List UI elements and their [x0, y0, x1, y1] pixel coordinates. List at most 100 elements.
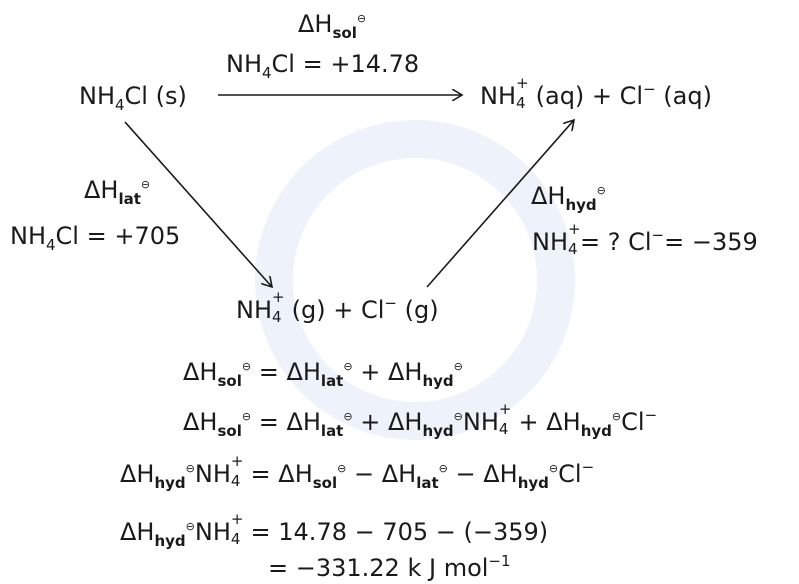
hyd-subscript: hyd	[580, 422, 612, 440]
superscript-plus: +	[230, 452, 244, 470]
nh-text: NH	[462, 408, 499, 436]
lat-subscript: lat	[118, 190, 141, 208]
nh-text: NH	[10, 222, 46, 250]
superscript-minus: −	[581, 458, 595, 476]
subscript-4: 4	[230, 530, 241, 548]
delta-h-symbol: ΔH	[286, 408, 321, 436]
equation-line-5: = −331.22 k J mol−1	[268, 554, 511, 582]
delta-h-symbol: ΔH	[120, 518, 155, 546]
equation-line-4: ΔHhyd⊖NH+4 = 14.78 − 705 − (−359)	[120, 512, 549, 549]
superscript-plus: +	[230, 510, 244, 528]
delta-h-symbol: ΔH	[531, 182, 566, 210]
subscript-4: 4	[46, 236, 56, 254]
nh-text: NH	[194, 518, 231, 546]
hyd-subscript: hyd	[154, 532, 186, 550]
superscript-minus: −	[651, 226, 665, 244]
state-text: (g)	[396, 296, 439, 324]
plimsoll-symbol: ⊖	[140, 178, 151, 191]
superscript-minus: −	[384, 294, 397, 312]
nh-text: NH	[480, 82, 516, 110]
state-text: (aq)	[655, 82, 712, 110]
delta-h-symbol: ΔH	[120, 460, 155, 488]
nh-text: NH	[79, 82, 115, 110]
plus-sign: +	[360, 408, 381, 436]
nh-text: NH	[194, 460, 231, 488]
nh4-plus-index: +4	[231, 512, 244, 547]
subscript-4: 4	[498, 420, 509, 438]
equals-sign: =	[258, 408, 279, 436]
result-value: = −331.22 k J mol	[268, 554, 489, 582]
nh4-plus-index: +4	[272, 290, 285, 325]
delta-h-symbol: ΔH	[183, 358, 218, 386]
sol-subscript: sol	[217, 422, 242, 440]
delta-h-symbol: ΔH	[387, 358, 423, 386]
subscript-4: 4	[516, 94, 526, 112]
value-nh4cl-sol: NH4Cl = +14.78	[226, 50, 420, 81]
plimsoll-symbol: ⊖	[611, 410, 622, 423]
calculation-value: = 14.78 − 705 − (−359)	[250, 518, 549, 546]
arrow-lattice	[124, 121, 272, 287]
superscript-minus: −	[643, 80, 656, 98]
plimsoll-symbol: ⊖	[337, 462, 347, 475]
plimsoll-symbol: ⊖	[241, 360, 252, 373]
sol-subscript: sol	[312, 474, 338, 492]
hyd-subscript: hyd	[422, 422, 454, 440]
plus-sign: +	[360, 358, 381, 386]
plimsoll-symbol: ⊖	[343, 360, 353, 373]
delta-h-symbol: ΔH	[546, 408, 581, 436]
lat-subscript: lat	[320, 372, 344, 390]
superscript-plus: +	[568, 220, 581, 238]
node-nh4cl-solid: NH4Cl (s)	[79, 82, 187, 113]
plimsoll-symbol: ⊖	[241, 410, 252, 423]
delta-h-symbol: ΔH	[183, 408, 218, 436]
plimsoll-symbol: ⊖	[356, 12, 367, 25]
value-text: Cl = +705	[55, 222, 181, 250]
nh4-plus-index: +4	[231, 454, 244, 489]
hyd-subscript: hyd	[154, 474, 186, 492]
value-text: Cl = +14.78	[271, 50, 420, 78]
cl-text: Cl	[621, 408, 645, 436]
compound-tail: Cl (s)	[124, 82, 187, 110]
equation-line-1: ΔHsol⊖ = ΔHlat⊖ + ΔHhyd⊖	[183, 358, 463, 389]
subscript-4: 4	[272, 308, 282, 326]
minus-sign: −	[455, 460, 476, 488]
hyd-subscript: hyd	[422, 372, 454, 390]
plimsoll-symbol: ⊖	[596, 184, 606, 197]
superscript-minus: −	[644, 406, 658, 424]
nh-text: NH	[532, 228, 568, 256]
plimsoll-symbol: ⊖	[453, 360, 463, 373]
value-hydration: NH+4= ? Cl−= −359	[532, 222, 758, 257]
subscript-4: 4	[262, 64, 272, 82]
delta-h-symbol: ΔH	[278, 460, 313, 488]
delta-h-symbol: ΔH	[387, 408, 423, 436]
nh4-plus-index: +4	[568, 222, 581, 257]
subscript-4: 4	[230, 472, 241, 490]
label-dh-lat: ΔHlat⊖	[84, 178, 151, 207]
plimsoll-symbol: ⊖	[438, 462, 448, 475]
delta-h-symbol: ΔH	[286, 358, 321, 386]
unit-exponent: −1	[488, 552, 511, 570]
plimsoll-symbol: ⊖	[453, 410, 463, 423]
sol-subscript: sol	[332, 24, 357, 42]
equation-line-2: ΔHsol⊖ = ΔHlat⊖ + ΔHhyd⊖NH+4 + ΔHhyd⊖Cl−	[183, 402, 657, 439]
nh4-plus-index: +4	[516, 76, 529, 111]
cl-text: Cl	[558, 460, 582, 488]
superscript-plus: +	[272, 288, 285, 306]
sol-subscript: sol	[217, 372, 242, 390]
superscript-plus: +	[498, 400, 512, 418]
node-aqueous-ions: NH+4 (aq) + Cl− (aq)	[480, 76, 712, 111]
delta-h-symbol: ΔH	[483, 460, 518, 488]
plimsoll-symbol: ⊖	[185, 462, 195, 475]
value-end: = −359	[664, 228, 758, 256]
minus-sign: −	[353, 460, 375, 488]
label-dh-hyd: ΔHhyd⊖	[531, 182, 606, 213]
value-nh4cl-lat: NH4Cl = +705	[10, 222, 181, 253]
plimsoll-symbol: ⊖	[343, 410, 353, 423]
delta-h-symbol: ΔH	[298, 10, 333, 38]
plimsoll-symbol: ⊖	[185, 520, 195, 533]
subscript-4: 4	[115, 96, 125, 114]
nh4-plus-index: +4	[499, 402, 512, 437]
label-dh-sol-top: ΔHsol⊖	[298, 10, 367, 41]
